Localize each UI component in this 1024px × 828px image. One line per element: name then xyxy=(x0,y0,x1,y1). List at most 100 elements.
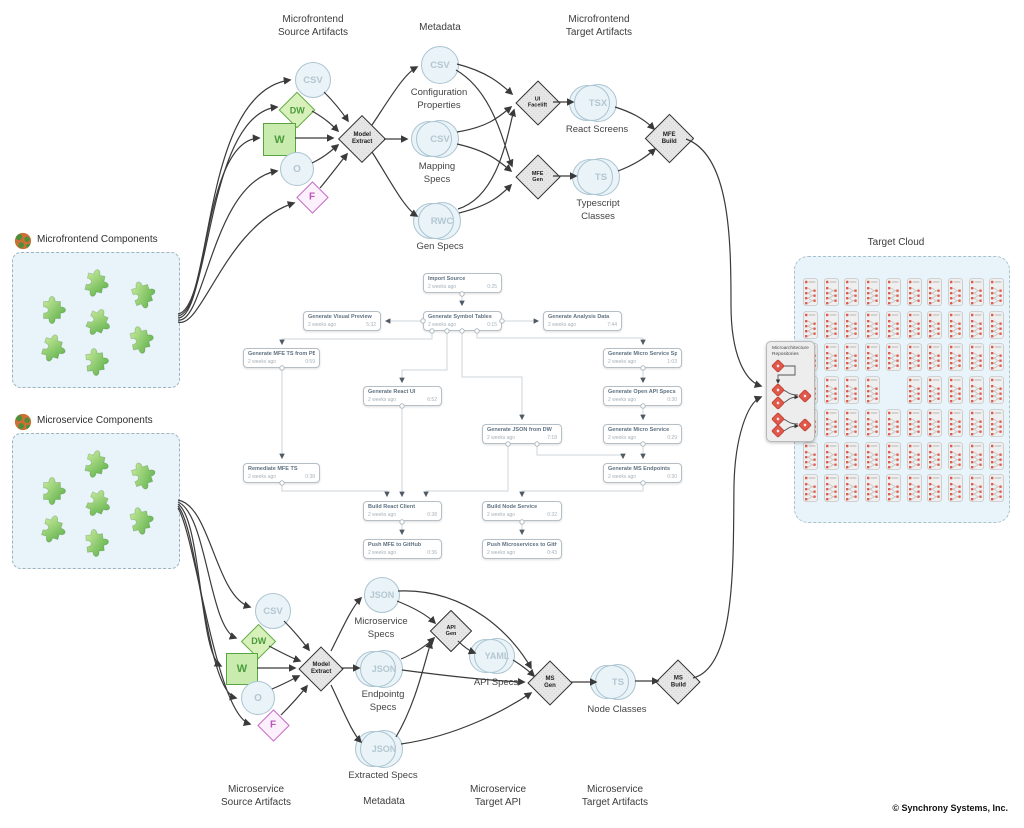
repo-card xyxy=(927,409,942,437)
repo-card xyxy=(803,311,818,339)
workflow-node-duration: 0:29 xyxy=(667,434,677,441)
workflow-node-duration: 0:43 xyxy=(547,549,557,556)
repo-card xyxy=(989,278,1004,306)
workflow-node-time: 2 weeks ago xyxy=(428,283,457,290)
workflow-node-title: Import Source xyxy=(428,276,466,282)
workflow-node-duration: 5:32 xyxy=(366,321,376,328)
microservice-specs-json: JSON xyxy=(364,577,400,613)
extracted-specs-json-stack: JSON xyxy=(355,730,403,768)
config-properties-csv: CSV xyxy=(421,46,459,84)
gen-specs-caption: Gen Specs xyxy=(416,241,464,252)
extracted-specs-caption: Extracted Specs xyxy=(348,770,418,781)
repo-card xyxy=(969,278,984,306)
workflow-node-duration: 0:36 xyxy=(427,549,437,556)
workflow-node-title: Generate React UI xyxy=(368,389,416,395)
puzzle-piece-icon xyxy=(33,472,71,510)
repo-card xyxy=(989,343,1004,371)
repo-card xyxy=(844,278,859,306)
repo-card xyxy=(989,442,1004,470)
mf-components-label: Microfrontend Components xyxy=(37,234,158,245)
repo-card xyxy=(948,278,963,306)
repo-card xyxy=(865,278,880,306)
puzzle-piece-icon xyxy=(117,498,162,543)
repo-card xyxy=(907,343,922,371)
ms-source-w: W xyxy=(226,653,258,685)
repo-card xyxy=(927,343,942,371)
globe-icon xyxy=(14,232,32,250)
mf-source-csv: CSV xyxy=(295,62,331,98)
workflow-node-duration: 0:38 xyxy=(427,511,437,518)
workflow-node-duration: 1:03 xyxy=(667,358,677,365)
workflow-node-title: Push Microservices to GitHub xyxy=(487,542,557,548)
workflow-node-duration: 0:32 xyxy=(547,511,557,518)
workflow-node-time: 2 weeks ago xyxy=(368,549,397,556)
workflow-node-title: Generate Analysis Data xyxy=(548,314,610,320)
repo-card xyxy=(865,376,880,404)
repo-card xyxy=(948,343,963,371)
puzzle-piece-icon xyxy=(72,260,117,305)
workflow-node-time: 2 weeks ago xyxy=(608,473,637,480)
repo-card xyxy=(969,311,984,339)
workflow-node-title: Generate Symbol Tables xyxy=(428,314,492,320)
workflow-node-title: Generate Visual Preview xyxy=(308,314,372,320)
repo-card xyxy=(844,409,859,437)
ms-source-o: O xyxy=(241,681,275,715)
repo-card xyxy=(907,278,922,306)
workflow-node-title: Generate MFE TS from PB xyxy=(248,351,315,357)
repo-card xyxy=(907,442,922,470)
repo-card xyxy=(844,311,859,339)
workflow-node-time: 2 weeks ago xyxy=(608,396,637,403)
mf-source-f: F xyxy=(296,181,329,214)
repo-card xyxy=(844,442,859,470)
workflow-node-title: Generate Micro Service xyxy=(608,427,670,433)
workflow-node-title: Build React Client xyxy=(368,504,416,510)
workflow-node-duration: 0:25 xyxy=(487,283,497,290)
workflow-node-title: Generate Open API Specs xyxy=(608,389,676,395)
repo-card xyxy=(907,409,922,437)
repo-card xyxy=(844,474,859,502)
repo-card xyxy=(865,409,880,437)
workflow-node-title: Generate JSON from DW xyxy=(487,427,552,433)
workflow-node-time: 2 weeks ago xyxy=(608,358,637,365)
repo-card xyxy=(803,474,818,502)
repo-card xyxy=(948,376,963,404)
workflow-node-time: 2 weeks ago xyxy=(487,511,516,518)
repo-card xyxy=(948,474,963,502)
api-specs-yaml-stack: YAML xyxy=(469,638,515,674)
repo-card xyxy=(989,474,1004,502)
repo-card xyxy=(886,343,901,371)
ms-source-csv: CSV xyxy=(255,593,291,629)
repo-card xyxy=(989,409,1004,437)
repo-card-flow xyxy=(771,359,812,438)
repo-card xyxy=(907,311,922,339)
